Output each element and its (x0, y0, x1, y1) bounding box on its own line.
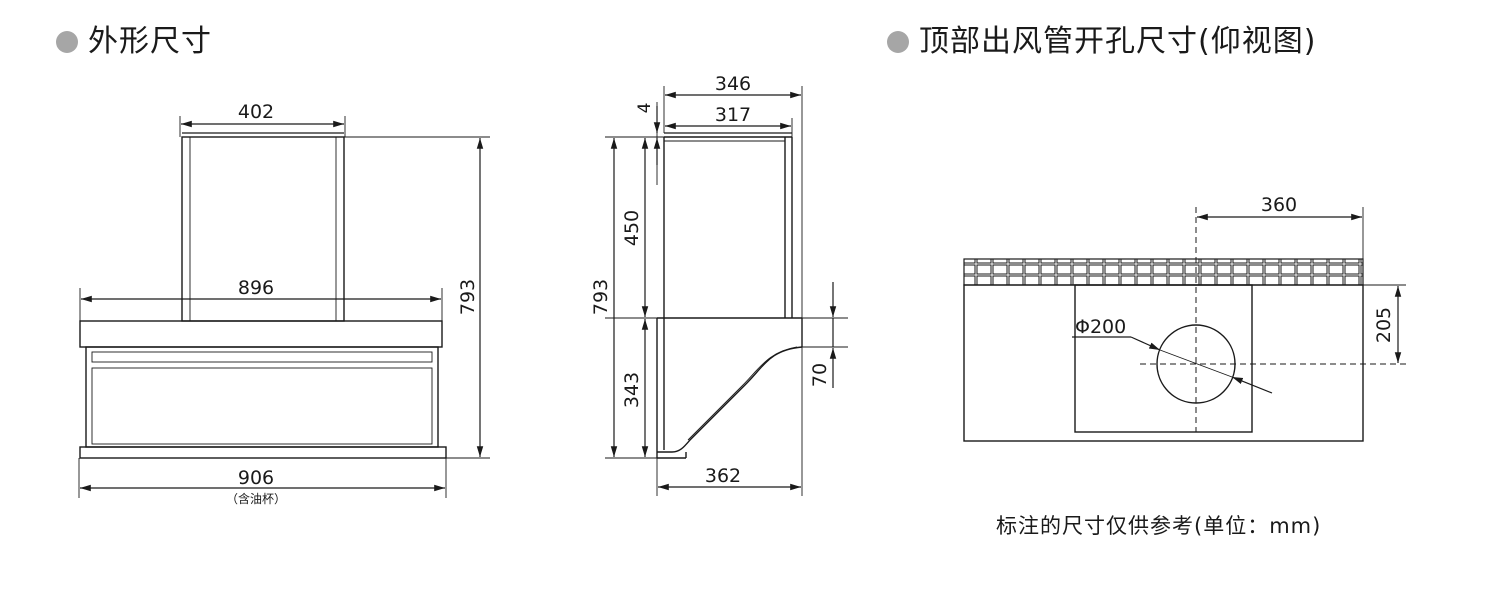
dim-bottom-depth: 362 (705, 465, 741, 487)
hood-top-panel (79, 320, 443, 348)
dim-top-depth: 346 (715, 73, 751, 95)
bullet-icon (56, 31, 78, 53)
dim-upper-height: 450 (621, 210, 643, 246)
front-section-title: 外形尺寸 (56, 24, 212, 60)
dim-outlet-height: 70 (809, 363, 831, 387)
front-view: 402 896 906 （含油杯） 793 (78, 101, 490, 506)
hood-top-outline (1074, 284, 1253, 433)
top-section-title-text: 顶部出风管开孔尺寸(仰视图) (919, 24, 1317, 59)
ceiling-outline (963, 284, 1364, 442)
dim-total-width-note: （含油杯） (226, 491, 286, 506)
dim-total-width: 906 (238, 467, 274, 489)
dim-hole-depth: 205 (1373, 307, 1395, 343)
bullet-icon (887, 31, 909, 53)
dim-lower-height: 343 (621, 372, 643, 408)
top-view: 360 205 Φ200 (963, 194, 1406, 442)
side-slope-outline (657, 346, 803, 453)
front-section-title-text: 外形尺寸 (88, 24, 212, 59)
dim-top-offset: 4 (635, 103, 655, 114)
dim-chimney-depth: 317 (715, 104, 751, 126)
hood-glass-panel (91, 367, 433, 445)
dim-chimney-width: 402 (238, 101, 274, 123)
units-note: 标注的尺寸仅供参考(单位：mm) (996, 514, 1322, 538)
dim-hole-offset: 360 (1261, 194, 1297, 216)
hood-vent-strip (91, 351, 433, 363)
wall-tile-strip (963, 258, 1364, 286)
side-view: 346 317 4 450 343 793 362 70 (590, 73, 848, 496)
dim-hole-diameter: Φ200 (1075, 316, 1126, 338)
dim-front-height: 793 (457, 279, 479, 315)
top-section-title: 顶部出风管开孔尺寸(仰视图) (887, 24, 1316, 60)
dim-body-width: 896 (238, 277, 274, 299)
dim-side-height: 793 (590, 279, 612, 315)
hood-bottom-tray (79, 446, 447, 459)
